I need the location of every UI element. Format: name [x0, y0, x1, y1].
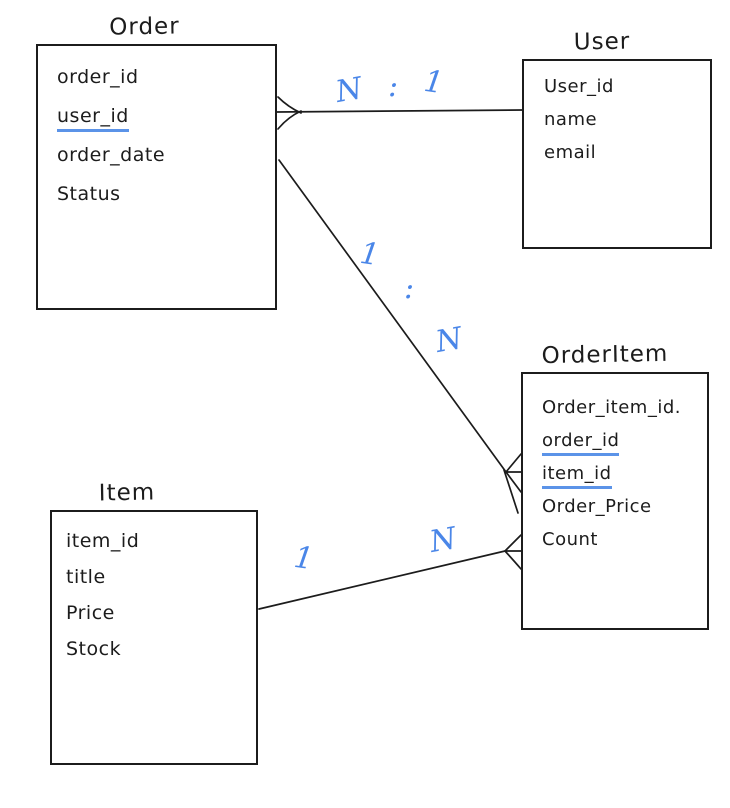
field-email: email	[544, 142, 597, 163]
field-user-id: User_id	[544, 76, 614, 97]
field-price: Price	[66, 602, 115, 624]
entity-box-order: order_id user_id order_date Status	[36, 44, 277, 310]
field-status: Status	[57, 183, 121, 205]
cardinality-order-user-one: 1	[421, 63, 446, 102]
entity-title-item: Item	[98, 479, 156, 507]
field-row: Stock	[66, 638, 256, 674]
field-order-date: order_date	[57, 144, 166, 166]
cardinality-order-orderitem-many: N	[433, 320, 466, 361]
cardinality-order-orderitem-separator: :	[404, 271, 415, 306]
field-stock: Stock	[66, 638, 122, 660]
field-row: order_id	[57, 66, 275, 105]
field-row: Order_item_id.	[542, 397, 707, 430]
field-order-item-id: Order_item_id.	[542, 397, 681, 418]
field-order-id: order_id	[57, 66, 139, 88]
entity-title-order-item: OrderItem	[541, 340, 669, 370]
crow-foot-orderitem-upper-icon	[503, 453, 522, 514]
cardinality-order-user-many: N	[333, 70, 366, 111]
entity-box-order-item: Order_item_id. order_id item_id Order_Pr…	[521, 372, 709, 630]
field-row: email	[544, 142, 710, 175]
field-row: Status	[57, 183, 275, 222]
crow-foot-orderitem-lower-icon	[504, 534, 522, 570]
entity-box-user: User_id name email	[522, 59, 712, 249]
field-row: user_id	[57, 105, 275, 144]
field-row: title	[66, 566, 256, 602]
entity-title-user: User	[573, 28, 631, 56]
order-orderitem-line	[278, 159, 507, 473]
field-count: Count	[542, 529, 598, 550]
field-row: item_id	[542, 463, 707, 496]
field-item-id: item_id	[66, 530, 140, 552]
field-title: title	[66, 566, 106, 588]
cardinality-order-orderitem-one: 1	[357, 235, 382, 274]
entity-order: Order order_id user_id order_date Status	[36, 12, 277, 310]
cardinality-item-orderitem-many: N	[427, 520, 460, 561]
field-row: item_id	[66, 530, 256, 566]
cardinality-order-user-separator: :	[388, 69, 399, 104]
cardinality-item-orderitem-one: 1	[291, 539, 316, 578]
field-user-id-foreign-key: user_id	[57, 105, 129, 132]
entity-box-item: item_id title Price Stock	[50, 510, 258, 765]
field-row: Count	[542, 529, 707, 562]
field-name: name	[544, 109, 598, 130]
entity-title-order: Order	[109, 13, 180, 41]
field-item-id-foreign-key: item_id	[542, 463, 612, 489]
field-row: order_date	[57, 144, 275, 183]
field-row: User_id	[544, 76, 710, 109]
field-row: name	[544, 109, 710, 142]
crow-foot-order-icon	[277, 96, 302, 130]
field-order-price: Order_Price	[542, 496, 652, 517]
entity-user: User User_id name email	[522, 27, 712, 249]
field-order-id-foreign-key: order_id	[542, 430, 620, 456]
field-row: Order_Price	[542, 496, 707, 529]
field-row: Price	[66, 602, 256, 638]
entity-item: Item item_id title Price Stock	[50, 478, 258, 765]
order-user-line	[276, 109, 524, 113]
field-row: order_id	[542, 430, 707, 463]
entity-order-item: OrderItem Order_item_id. order_id item_i…	[521, 340, 709, 630]
